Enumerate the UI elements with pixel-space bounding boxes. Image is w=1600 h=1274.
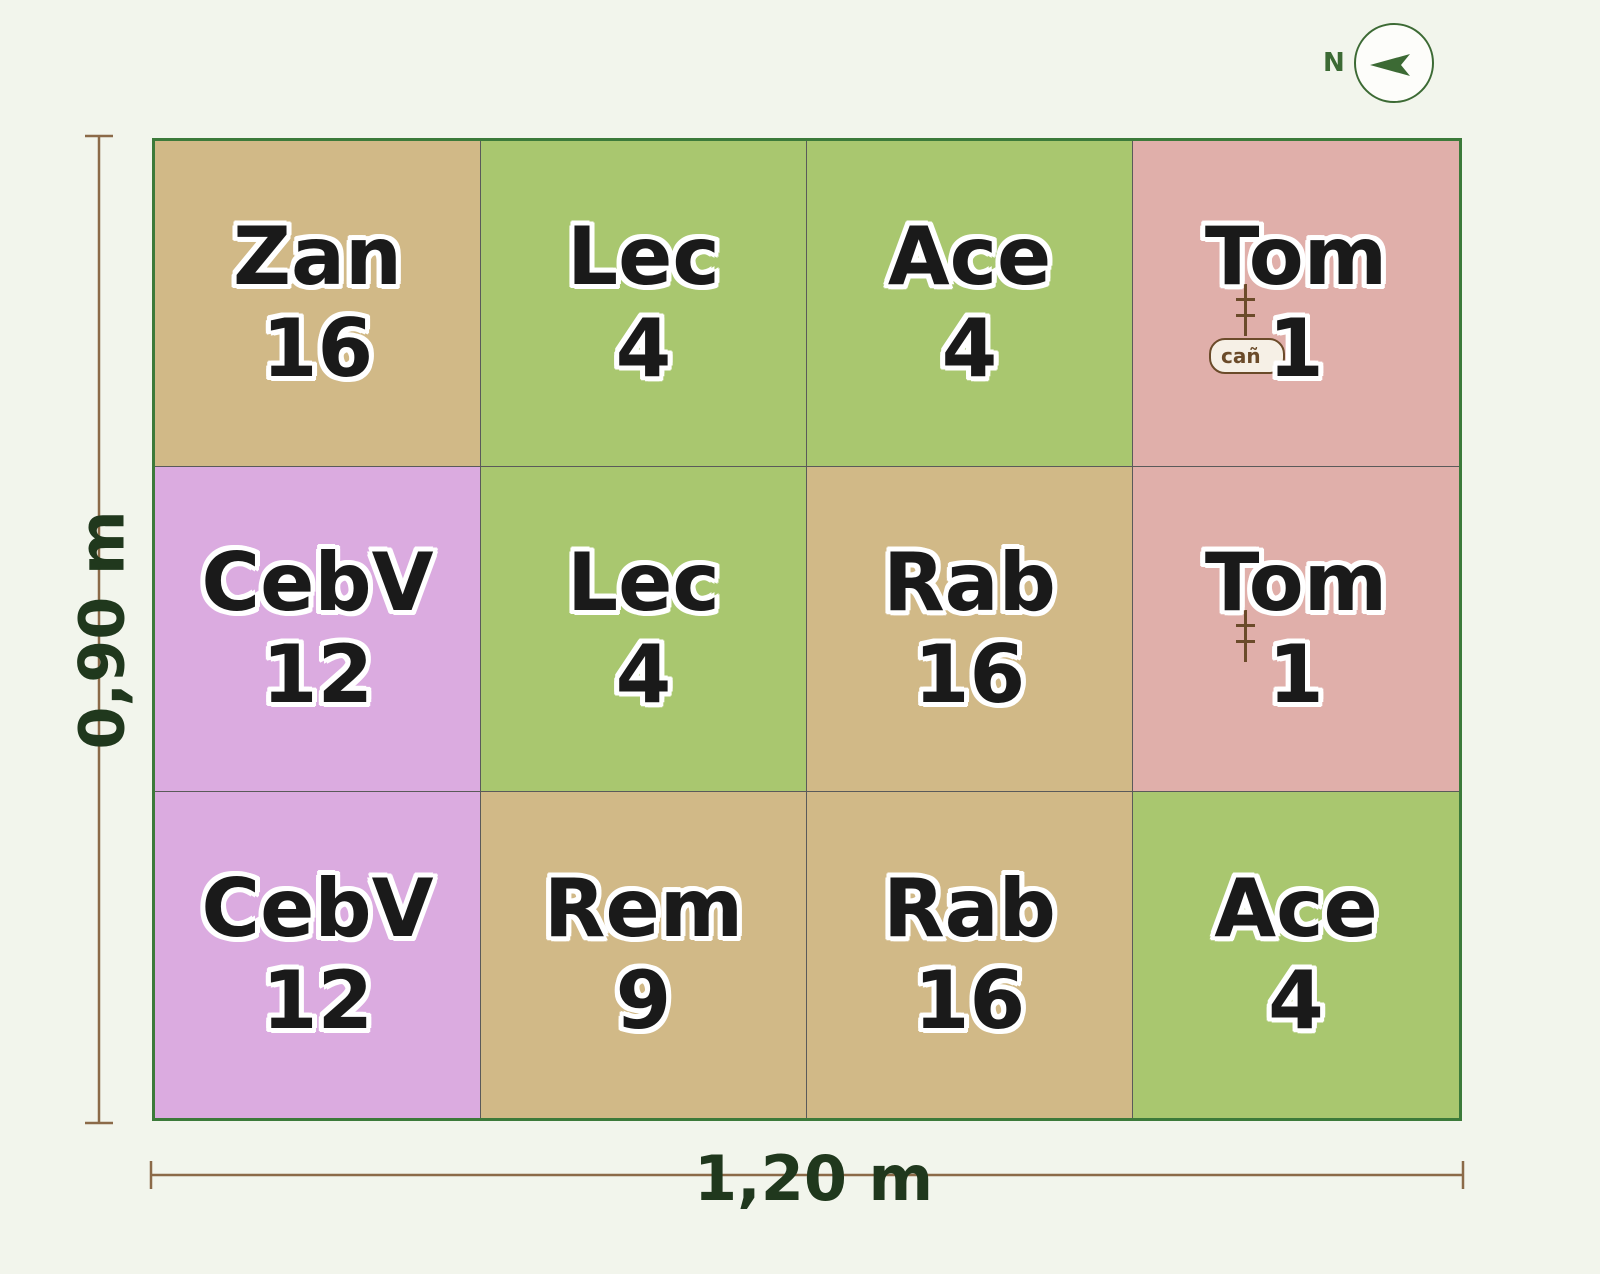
- bed-cell[interactable]: Rab 16: [807, 466, 1133, 793]
- crop-code: Lec: [567, 210, 720, 304]
- cane-stake-icon: [1236, 284, 1255, 336]
- compass-arrow-icon: [1370, 54, 1410, 76]
- bed-cell[interactable]: CebV 12: [155, 792, 481, 1118]
- bed-cell[interactable]: Ace 4: [1133, 792, 1459, 1118]
- north-label: N: [1323, 48, 1345, 78]
- plant-count: 4: [615, 302, 672, 396]
- plant-count: 16: [913, 627, 1026, 721]
- plant-count: 1: [1268, 302, 1324, 396]
- plant-count: 16: [261, 302, 374, 396]
- plant-count: 9: [615, 954, 672, 1048]
- bed-cell[interactable]: CebV 12: [155, 466, 481, 793]
- crop-code: Ace: [1214, 862, 1378, 956]
- compass: [1354, 23, 1434, 103]
- bed-cell[interactable]: Ace 4: [807, 141, 1133, 467]
- bed-cell[interactable]: Tom 1 cañ: [1133, 141, 1459, 467]
- plant-count: 4: [941, 302, 998, 396]
- cane-stake-icon: [1236, 609, 1255, 662]
- crop-code: Lec: [567, 535, 720, 629]
- garden-bed: Zan 16 Lec 4 Ace 4 Tom 1 cañ CebV 12 Lec…: [152, 138, 1462, 1121]
- plant-count: 12: [261, 627, 374, 721]
- crop-code: Tom: [1204, 210, 1388, 304]
- bed-cell[interactable]: Lec 4: [481, 466, 807, 793]
- crop-code: Ace: [887, 210, 1052, 304]
- crop-code: Rab: [883, 862, 1056, 956]
- plant-count: 4: [1268, 954, 1324, 1048]
- crop-code: CebV: [201, 535, 434, 629]
- plant-count: 16: [913, 954, 1026, 1048]
- plant-count: 1: [1268, 627, 1324, 721]
- bed-cell[interactable]: Lec 4: [481, 141, 807, 467]
- crop-code: CebV: [201, 862, 434, 956]
- cane-tag: cañ: [1209, 338, 1285, 374]
- bed-cell[interactable]: Tom 1: [1133, 466, 1459, 793]
- bed-cell[interactable]: Rab 16: [807, 792, 1133, 1118]
- crop-code: Rem: [543, 862, 744, 956]
- bed-cell[interactable]: Zan 16: [155, 141, 481, 467]
- width-label: 1,20 m: [694, 1142, 934, 1215]
- crop-code: Zan: [233, 210, 402, 304]
- crop-code: Rab: [883, 535, 1056, 629]
- bed-cell[interactable]: Rem 9: [481, 792, 807, 1118]
- height-label: 0,90 m: [65, 510, 139, 750]
- plant-count: 4: [615, 627, 672, 721]
- plant-count: 12: [261, 954, 374, 1048]
- crop-code: Tom: [1204, 535, 1388, 629]
